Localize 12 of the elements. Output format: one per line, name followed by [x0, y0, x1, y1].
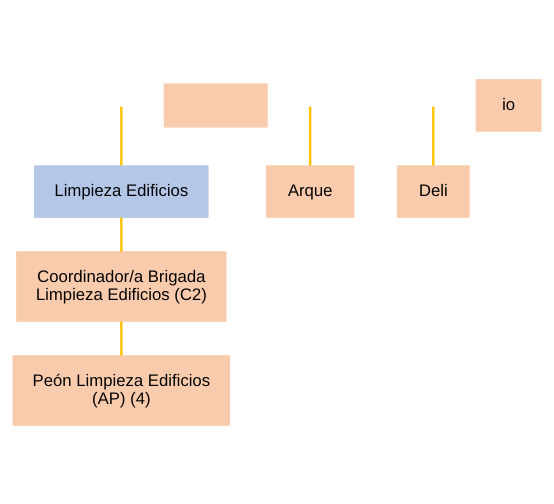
node-box: Coordinador/a Brigada Limpieza Edificios (C2) — [16, 250, 226, 322]
node-box — [164, 82, 268, 128]
connector — [308, 106, 312, 165]
connector — [432, 106, 434, 165]
connector — [120, 217, 122, 252]
node-box: Peón Limpieza Edificios (AP) (4) — [12, 354, 230, 426]
node-box: io — [476, 78, 542, 132]
node-box: Deli — [396, 164, 470, 218]
connector — [120, 321, 122, 356]
node-box: Arque — [266, 164, 354, 218]
node-box: Limpieza Edificios — [34, 164, 209, 218]
connector — [120, 106, 122, 165]
